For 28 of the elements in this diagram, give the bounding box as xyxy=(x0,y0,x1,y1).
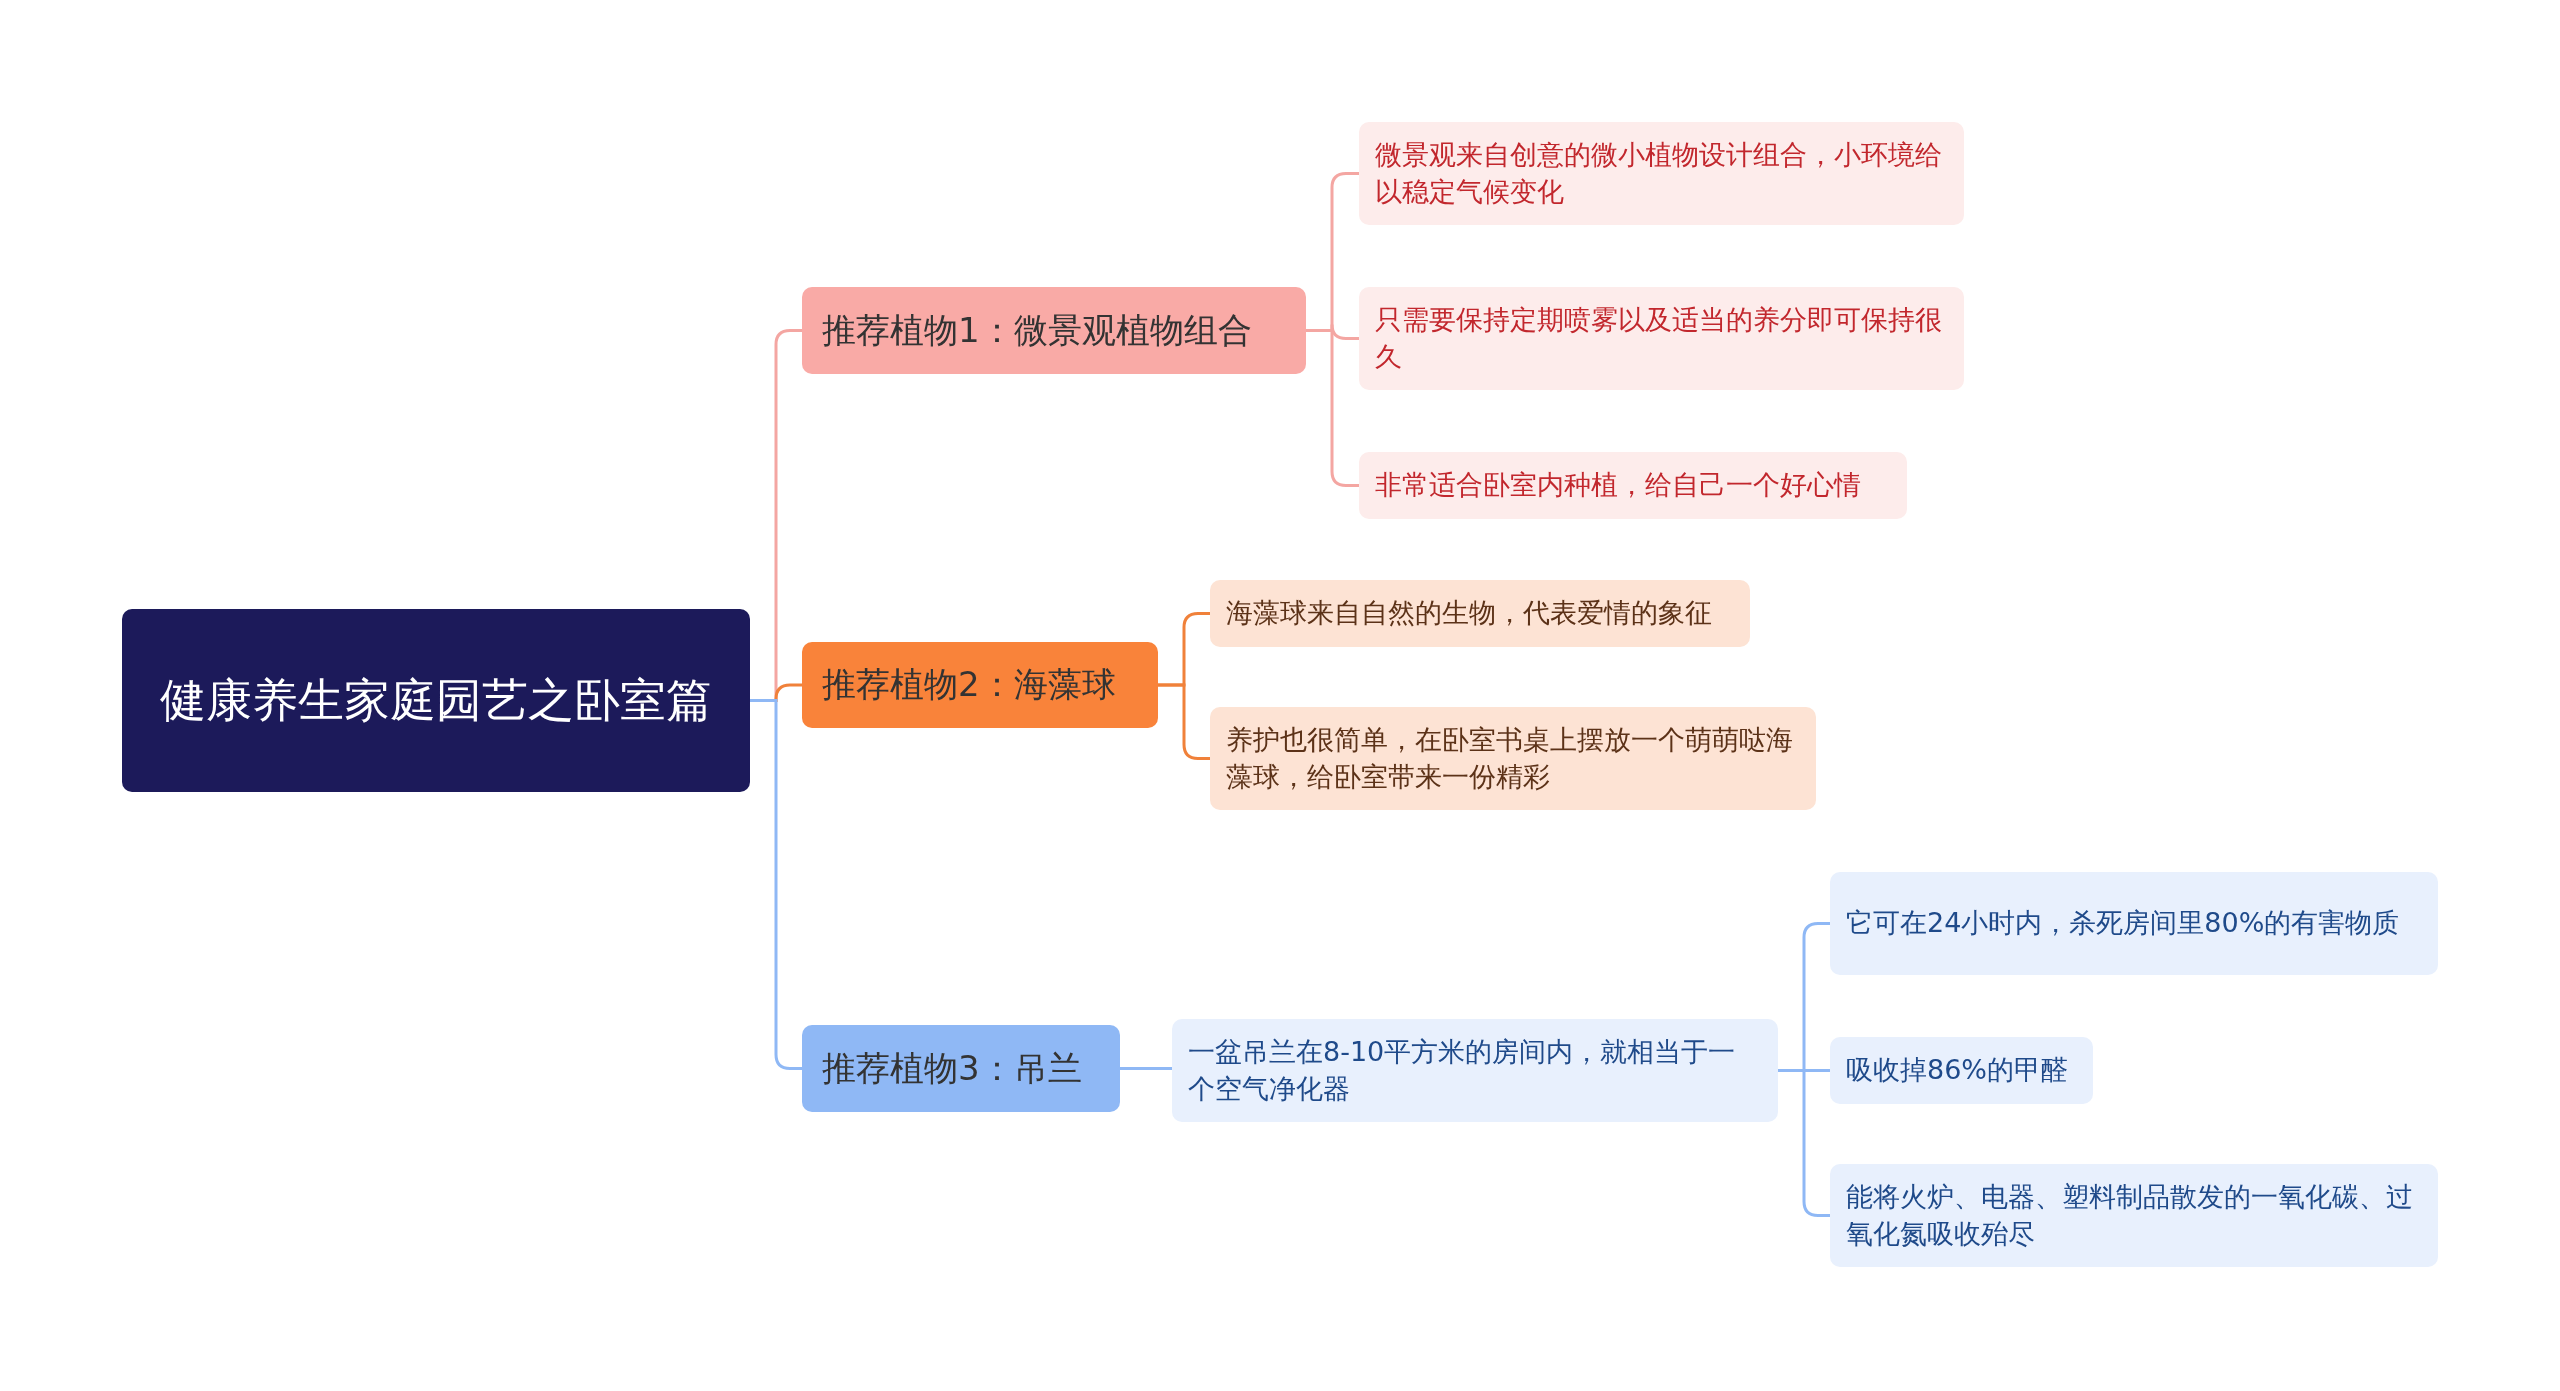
branch-topic xyxy=(802,642,1158,728)
topic-text: 只需要保持定期喷雾以及适当的养分即可保持很久 xyxy=(1375,303,1943,374)
subtopic xyxy=(1359,122,1964,225)
connector-line xyxy=(1120,1067,1172,1070)
topic-text: 微景观来自创意的微小植物设计组合，小环境给以稳定气候变化 xyxy=(1375,138,1943,209)
topic-text: 非常适合卧室内种植，给自己一个好心情 xyxy=(1375,468,1861,503)
topic-text: 它可在24小时内，杀死房间里80%的有害物质 xyxy=(1846,906,2400,941)
subtopic xyxy=(1172,1019,1778,1122)
branch-topic xyxy=(802,1025,1120,1112)
subtopic xyxy=(1210,580,1750,647)
connector-line xyxy=(1158,683,1210,760)
subtopic xyxy=(1830,1164,2438,1267)
subtopic xyxy=(1830,1037,2093,1104)
topic-text: 一盆吊兰在8-10平方米的房间内，就相当于一个空气净化器 xyxy=(1188,1035,1737,1106)
topic-text: 推荐植物3：吊兰 xyxy=(822,1046,1082,1090)
subtopic xyxy=(1830,872,2438,975)
central-topic xyxy=(122,609,750,792)
topic-text: 能将火炉、电器、塑料制品散发的一氧化碳、过氧化氮吸收殆尽 xyxy=(1846,1180,2414,1251)
topic-text: 养护也很简单，在卧室书桌上摆放一个萌萌哒海藻球，给卧室带来一份精彩 xyxy=(1226,723,1794,794)
topic-text: 吸收掉86%的甲醛 xyxy=(1846,1053,2068,1088)
topic-text: 推荐植物1：微景观植物组合 xyxy=(822,308,1252,352)
topic-text: 健康养生家庭园艺之卧室篇 xyxy=(160,672,712,730)
topic-text: 海藻球来自自然的生物，代表爱情的象征 xyxy=(1226,596,1712,631)
subtopic xyxy=(1210,707,1816,810)
subtopic xyxy=(1359,452,1907,519)
branch-topic xyxy=(802,287,1306,374)
topic-text: 推荐植物2：海藻球 xyxy=(822,663,1116,707)
subtopic xyxy=(1359,287,1964,390)
